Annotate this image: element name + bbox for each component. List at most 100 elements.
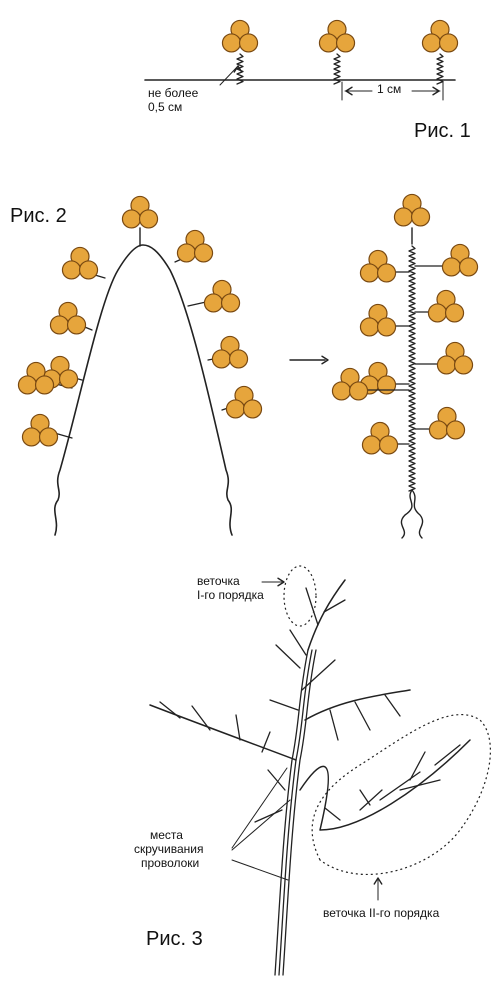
fig2-twisted-tail-left — [400, 489, 413, 539]
fig3-twig — [269, 699, 299, 711]
bead — [402, 193, 422, 214]
fig3-twig — [305, 587, 319, 626]
fig1-spacing-arrow-left — [345, 86, 353, 96]
bead — [130, 195, 150, 216]
bead — [370, 421, 390, 442]
fig1-title: Рис. 1 — [414, 120, 471, 142]
bead — [421, 33, 442, 53]
bead — [34, 375, 55, 395]
fig3-top-branch — [307, 579, 346, 651]
fig3-twig — [191, 705, 211, 731]
bead — [138, 209, 159, 229]
bead — [193, 243, 214, 263]
bead — [78, 260, 99, 280]
bead — [38, 427, 59, 447]
fig3-title: Рис. 3 — [146, 928, 203, 950]
bead — [368, 303, 388, 324]
fig3-second-order-branch — [299, 739, 471, 831]
fig3-left-branch — [149, 704, 297, 761]
fig3-twist-pointer-2 — [231, 799, 291, 851]
fig1-gap-pointer — [219, 65, 239, 86]
fig3-twig — [379, 771, 421, 801]
fig1-twisted-stem — [333, 53, 341, 85]
fig1-twisted-stem — [436, 53, 444, 85]
bead — [441, 257, 462, 277]
bead — [66, 315, 87, 335]
fig1-gap-label-line1: не более — [148, 86, 199, 100]
fig2-twisted-tail-right — [411, 489, 424, 539]
fig3-twig — [324, 807, 341, 821]
bead — [238, 33, 259, 53]
bead — [21, 427, 42, 447]
bead — [453, 355, 474, 375]
bead — [450, 243, 470, 264]
fig3-second-order-label: веточка II-го порядка — [323, 906, 440, 920]
fig3-twist-pointer-3 — [231, 859, 289, 881]
fig3-twig — [267, 769, 286, 791]
bead — [58, 301, 78, 322]
fig3-twist-label-line3: проволоки — [141, 856, 200, 870]
bead — [361, 435, 382, 455]
fig3-twig — [384, 694, 401, 717]
bead — [203, 293, 224, 313]
fig2-twisted-trunk — [408, 245, 416, 492]
fig3-second-order-highlight — [311, 714, 491, 875]
bead — [438, 33, 459, 53]
bead — [436, 289, 456, 310]
bead — [220, 335, 240, 356]
fig3-twig — [359, 789, 383, 811]
bead — [211, 349, 232, 369]
fig1-gap-arrowhead — [233, 65, 243, 73]
fig3-second-order-arrowhead — [373, 877, 383, 885]
bead — [445, 420, 466, 440]
bead — [428, 420, 449, 440]
bead — [17, 375, 38, 395]
bead — [368, 361, 388, 382]
bead — [185, 229, 205, 250]
fig3-twig — [275, 644, 301, 669]
bead — [230, 19, 250, 40]
fig3-twist-pointer-1 — [231, 767, 288, 849]
bead — [221, 33, 242, 53]
fig3-twig — [399, 779, 441, 791]
fig3-trunk-wire — [274, 649, 309, 976]
fig3-trunk-wire — [278, 649, 313, 976]
bead — [445, 341, 465, 362]
bead — [427, 303, 448, 323]
fig3-first-order-highlight — [283, 565, 317, 627]
fig3-twist-label-line2: скручивания — [134, 842, 204, 856]
fig3-first-order-arrowhead — [277, 577, 285, 587]
bead — [327, 19, 347, 40]
fig1-spacing-label: 1 см — [377, 82, 402, 96]
bead — [176, 243, 197, 263]
bead — [430, 19, 450, 40]
fig3-twig — [323, 599, 346, 613]
bead — [212, 279, 232, 300]
bead — [331, 381, 352, 401]
bead — [378, 435, 399, 455]
fig1-twisted-stem — [236, 53, 244, 85]
fig3-twig — [409, 751, 426, 781]
bead — [70, 246, 90, 267]
bead — [228, 349, 249, 369]
bead — [225, 399, 246, 419]
bead — [458, 257, 479, 277]
fig3-twig — [354, 701, 371, 731]
bead — [26, 361, 46, 382]
bead — [410, 207, 431, 227]
bead — [437, 406, 457, 427]
fig3-trunk-wire — [282, 649, 317, 976]
bead — [318, 33, 339, 53]
bead — [58, 369, 79, 389]
fig3-twig — [235, 714, 241, 741]
bead — [30, 413, 50, 434]
bead — [436, 355, 457, 375]
bead — [359, 317, 380, 337]
fig3-twig — [434, 744, 461, 766]
fig3-twig — [301, 659, 336, 691]
bead — [348, 381, 369, 401]
fig1-gap-label-line2: 0,5 см — [148, 100, 183, 114]
bead — [368, 249, 388, 270]
